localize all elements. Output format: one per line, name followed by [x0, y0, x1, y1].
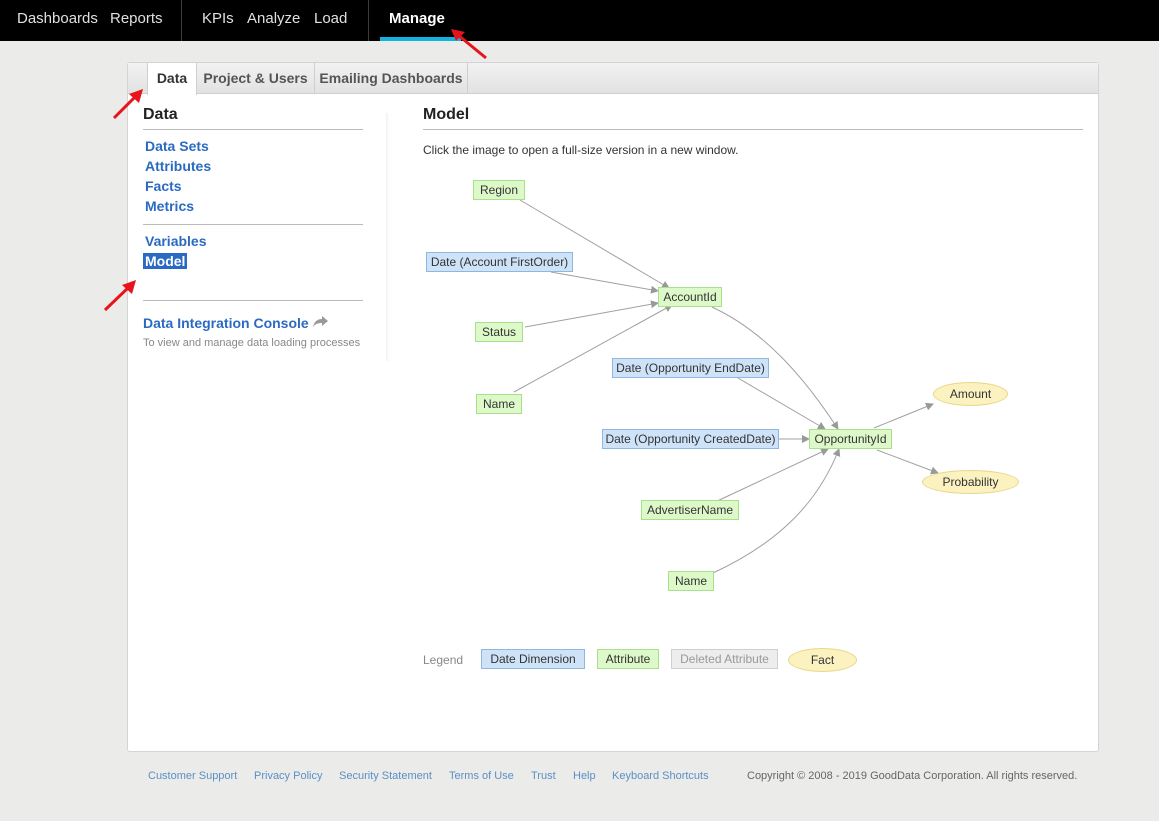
title-divider [423, 129, 1083, 130]
node-region[interactable]: Region [473, 180, 525, 200]
node-name[interactable]: Name [476, 394, 522, 414]
node-amount[interactable]: Amount [933, 382, 1008, 406]
node-accountid[interactable]: AccountId [658, 287, 722, 307]
node-name[interactable]: Name [668, 571, 714, 591]
node-date-account-firstorder[interactable]: Date (Account FirstOrder) [426, 252, 573, 272]
edge-status-accountid [524, 300, 659, 328]
sidebar-divider [143, 129, 363, 130]
edge-opportunityid-amount [873, 402, 934, 429]
sidebar-title: Data [143, 106, 178, 123]
nav-dashboards[interactable]: Dashboards [17, 10, 98, 27]
data-integration-console-label: Data Integration Console [143, 315, 309, 331]
sidebar-link-metrics[interactable]: Metrics [145, 198, 195, 214]
tab-project-users[interactable]: Project & Users [197, 63, 315, 94]
node-probability[interactable]: Probability [922, 470, 1019, 494]
copyright-text: Copyright © 2008 - 2019 GoodData Corpora… [747, 770, 1078, 782]
legend-fact: Fact [788, 648, 857, 672]
sidebar-divider [143, 224, 363, 225]
manage-panel: Data Project & Users Emailing Dashboards… [127, 62, 1099, 752]
edge-date-first-accountid [550, 271, 659, 294]
nav-load[interactable]: Load [314, 10, 348, 27]
tab-data[interactable]: Data [147, 63, 197, 95]
node-status[interactable]: Status [475, 322, 523, 342]
legend-deleted-attribute: Deleted Attribute [671, 649, 778, 669]
sidebar-link-attributes[interactable]: Attributes [145, 158, 212, 174]
edge-date-end-opportunityid [737, 377, 826, 430]
legend-date-dimension: Date Dimension [481, 649, 585, 669]
nav-reports[interactable]: Reports [110, 10, 163, 27]
node-date-opportunity-enddate[interactable]: Date (Opportunity EndDate) [612, 358, 769, 378]
footer-link-help[interactable]: Help [573, 770, 596, 782]
footer-link-keyboard-shortcuts[interactable]: Keyboard Shortcuts [612, 770, 709, 782]
legend-attribute: Attribute [597, 649, 659, 669]
footer-link-terms-of-use[interactable]: Terms of Use [449, 770, 514, 782]
data-integration-console-note: To view and manage data loading processe… [143, 337, 361, 349]
share-arrow-icon [312, 316, 328, 327]
footer-link-security-statement[interactable]: Security Statement [339, 770, 432, 782]
nav-separator [368, 0, 369, 41]
sidebar-shadow [386, 113, 389, 361]
model-diagram-edges [513, 199, 939, 574]
footer-link-customer-support[interactable]: Customer Support [148, 770, 238, 782]
sidebar-link-variables[interactable]: Variables [145, 233, 207, 249]
edge-advertiser-opportunityid [712, 448, 829, 504]
node-opportunityid[interactable]: OpportunityId [809, 429, 892, 449]
tab-bar: Data Project & Users Emailing Dashboards [128, 63, 1098, 95]
edge-region-accountid [519, 199, 670, 289]
nav-manage[interactable]: Manage [389, 10, 445, 27]
footer-link-trust[interactable]: Trust [531, 770, 556, 782]
nav-separator [181, 0, 182, 41]
tab-emailing-dashboards[interactable]: Emailing Dashboards [315, 63, 468, 94]
sidebar-link-data-sets[interactable]: Data Sets [145, 138, 209, 154]
top-navigation: Dashboards Reports KPIs Analyze Load Man… [0, 0, 1159, 41]
edge-name1-accountid [513, 304, 673, 393]
node-advertisername[interactable]: AdvertiserName [641, 500, 739, 520]
nav-active-indicator [380, 37, 461, 41]
nav-kpis[interactable]: KPIs [202, 10, 234, 27]
model-description: Click the image to open a full-size vers… [423, 143, 739, 157]
legend-label: Legend [423, 653, 464, 667]
nav-analyze[interactable]: Analyze [247, 10, 301, 27]
node-date-opportunity-createddate[interactable]: Date (Opportunity CreatedDate) [602, 429, 779, 449]
edge-opportunityid-probability [876, 449, 939, 475]
sidebar-link-facts[interactable]: Facts [145, 178, 182, 194]
page-title: Model [423, 106, 470, 123]
footer-link-privacy-policy[interactable]: Privacy Policy [254, 770, 323, 782]
data-integration-console-link[interactable]: Data Integration Console [143, 315, 328, 331]
sidebar-divider [143, 300, 363, 301]
sidebar-link-model[interactable]: Model [143, 253, 188, 269]
